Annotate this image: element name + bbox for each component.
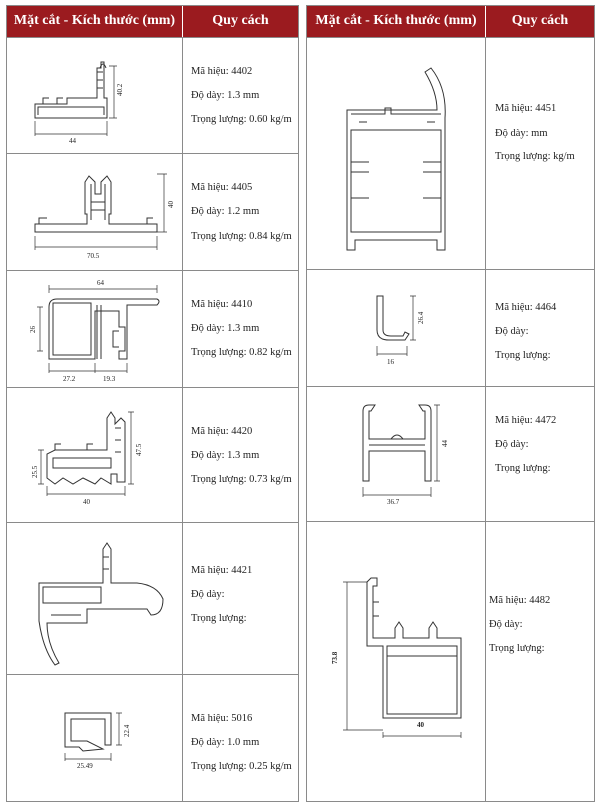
code-label: Mã hiệu: 4402 [191, 66, 253, 77]
code-label: Mã hiệu: 5016 [191, 713, 253, 724]
weight-label: Trọng lượng: 0.84 kg/m [191, 231, 292, 242]
cross-section-4420: 40 47.5 25.5 [7, 388, 182, 522]
code-label: Mã hiệu: 4420 [191, 426, 253, 437]
dim-4420-height: 47.5 [135, 443, 143, 456]
code-label: Mã hiệu: 4405 [191, 182, 253, 193]
cross-section-4451 [307, 38, 485, 269]
thickness-label: Độ dày: [489, 619, 523, 630]
thickness-label: Độ dày: mm [495, 128, 548, 139]
dim-4405-height: 40 [167, 201, 175, 209]
dim-4410-left: 27.2 [63, 375, 76, 383]
thickness-label: Độ dày: 1.3 mm [191, 90, 260, 101]
dim-4482-height: 73.8 [331, 651, 339, 664]
weight-label: Trọng lượng: 0.60 kg/m [191, 114, 292, 125]
spec-4420: Mã hiệu: 4420 Độ dày: 1.3 mm Trọng lượng… [191, 388, 301, 523]
weight-label: Trọng lượng: 0.73 kg/m [191, 474, 292, 485]
weight-label: Trọng lượng: [489, 643, 545, 654]
code-label: Mã hiệu: 4410 [191, 299, 253, 310]
code-label: Mã hiệu: 4421 [191, 565, 253, 576]
dim-4405-width: 70.5 [87, 252, 100, 260]
cross-section-4410: 64 26 27.2 19.3 [7, 271, 182, 387]
dim-4410-width: 64 [97, 279, 105, 287]
code-label: Mã hiệu: 4472 [495, 415, 557, 426]
spec-4402: Mã hiệu: 4402 Độ dày: 1.3 mm Trọng lượng… [191, 38, 301, 154]
dim-4482-width: 40 [417, 721, 425, 729]
dim-4402-width: 44 [69, 137, 77, 145]
spec-4464: Mã hiệu: 4464 Độ dày: Trọng lượng: [495, 270, 595, 387]
header-cross-section: Mặt cắt - Kích thước (mm) [13, 13, 176, 28]
profile-row-5016: 25.49 22.4 Mã hiệu: 5016 Độ dày: 1.0 mm … [7, 674, 298, 802]
dim-5016-width: 25.49 [77, 762, 93, 770]
profile-row-4472: 36.7 44 Mã hiệu: 4472 Độ dày: Trọng lượn… [307, 386, 594, 521]
spec-4421: Mã hiệu: 4421 Độ dày: Trọng lượng: [191, 523, 301, 675]
dim-4464-width: 16 [387, 358, 395, 366]
spec-5016: Mã hiệu: 5016 Độ dày: 1.0 mm Trọng lượng… [191, 675, 301, 803]
dim-4410-right: 19.3 [103, 375, 116, 383]
header-spec: Quy cách [511, 13, 569, 28]
thickness-label: Độ dày: 1.2 mm [191, 206, 260, 217]
right-table: Mặt cắt - Kích thước (mm) Quy cách Mã hi… [306, 5, 595, 802]
spec-4410: Mã hiệu: 4410 Độ dày: 1.3 mm Trọng lượng… [191, 271, 301, 388]
dim-4420-height-left: 25.5 [31, 465, 39, 478]
left-table: Mặt cắt - Kích thước (mm) Quy cách 44 40… [6, 5, 299, 802]
profile-row-4405: 70.5 40 Mã hiệu: 4405 Độ dày: 1.2 mm Trọ… [7, 153, 298, 270]
thickness-label: Độ dày: 1.3 mm [191, 323, 260, 334]
cross-section-4464: 16 26.4 [307, 270, 485, 386]
dim-4472-width: 36.7 [387, 498, 400, 506]
weight-label: Trọng lượng: kg/m [495, 151, 575, 162]
cross-section-4472: 36.7 44 [307, 387, 485, 521]
profile-row-4482: 73.8 40 Mã hiệu: 4482 Độ dày: Trọng lượn… [307, 521, 594, 802]
dim-5016-height: 22.4 [123, 724, 131, 737]
weight-label: Trọng lượng: [495, 350, 551, 361]
code-label: Mã hiệu: 4451 [495, 103, 557, 114]
dim-4472-height: 44 [441, 440, 449, 448]
weight-label: Trọng lượng: [191, 613, 247, 624]
profile-row-4410: 64 26 27.2 19.3 Mã hiệu: 4410 Độ dày: 1.… [7, 270, 298, 387]
table-header: Mặt cắt - Kích thước (mm) Quy cách [7, 6, 298, 37]
thickness-label: Độ dày: 1.3 mm [191, 450, 260, 461]
dim-4410-height: 26 [29, 326, 37, 334]
profile-row-4451: Mã hiệu: 4451 Độ dày: mm Trọng lượng: kg… [307, 37, 594, 269]
weight-label: Trọng lượng: 0.25 kg/m [191, 761, 292, 772]
code-label: Mã hiệu: 4464 [495, 302, 557, 313]
cross-section-4405: 70.5 40 [7, 154, 182, 270]
spec-4405: Mã hiệu: 4405 Độ dày: 1.2 mm Trọng lượng… [191, 154, 301, 271]
cross-section-5016: 25.49 22.4 [7, 675, 182, 802]
code-label: Mã hiệu: 4482 [489, 595, 551, 606]
thickness-label: Độ dày: 1.0 mm [191, 737, 260, 748]
spec-4472: Mã hiệu: 4472 Độ dày: Trọng lượng: [495, 387, 595, 522]
header-spec: Quy cách [212, 13, 269, 28]
dim-4420-width: 40 [83, 498, 91, 506]
spec-4451: Mã hiệu: 4451 Độ dày: mm Trọng lượng: kg… [495, 38, 595, 270]
thickness-label: Độ dày: [191, 589, 225, 600]
spec-4482: Mã hiệu: 4482 Độ dày: Trọng lượng: [489, 522, 593, 803]
dim-4464-height: 26.4 [417, 311, 425, 324]
weight-label: Trọng lượng: 0.82 kg/m [191, 347, 292, 358]
profile-row-4421: Mã hiệu: 4421 Độ dày: Trọng lượng: [7, 522, 298, 674]
cross-section-4421 [7, 523, 182, 674]
table-header: Mặt cắt - Kích thước (mm) Quy cách [307, 6, 594, 37]
cross-section-4402: 44 40.2 [7, 38, 182, 153]
header-cross-section: Mặt cắt - Kích thước (mm) [315, 13, 477, 28]
thickness-label: Độ dày: [495, 439, 529, 450]
dim-4402-height: 40.2 [116, 83, 124, 96]
profile-row-4402: 44 40.2 Mã hiệu: 4402 Độ dày: 1.3 mm Trọ… [7, 37, 298, 153]
thickness-label: Độ dày: [495, 326, 529, 337]
profile-row-4464: 16 26.4 Mã hiệu: 4464 Độ dày: Trọng lượn… [307, 269, 594, 386]
weight-label: Trọng lượng: [495, 463, 551, 474]
cross-section-4482: 73.8 40 [307, 522, 485, 802]
profile-row-4420: 40 47.5 25.5 Mã hiệu: 4420 Độ dày: 1.3 m… [7, 387, 298, 522]
